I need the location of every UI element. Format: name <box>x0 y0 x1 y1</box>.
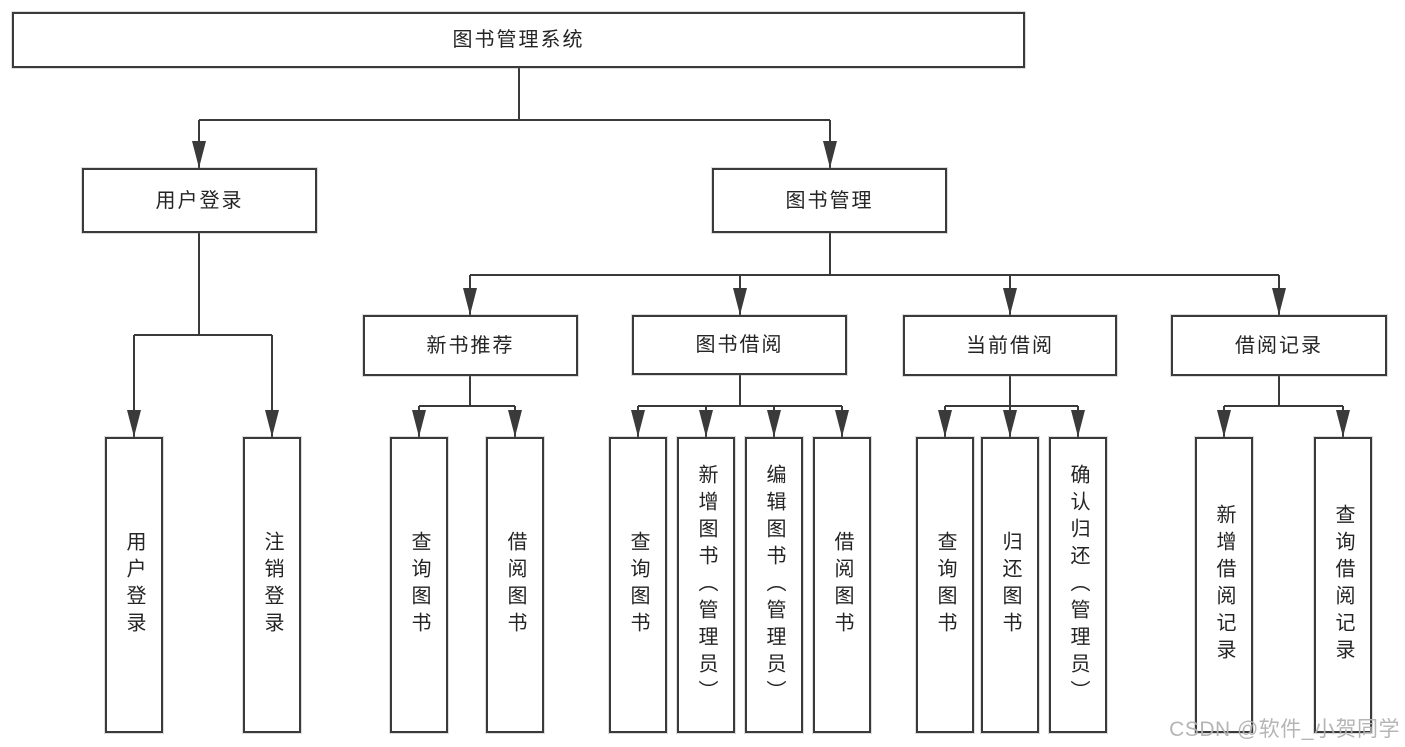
leaf-user-login: 用户登录 <box>105 437 163 733</box>
node-user-login: 用户登录 <box>82 168 317 233</box>
leaf-add-book-admin: 新增图书（管理员） <box>677 437 735 733</box>
leaf-query-borrow-record: 查询借阅记录 <box>1314 437 1372 733</box>
leaf-logout: 注销登录 <box>243 437 301 733</box>
tree-edges <box>133 68 1344 437</box>
leaf-query-books-current: 查询图书 <box>916 437 974 733</box>
node-book-management: 图书管理 <box>712 168 947 233</box>
arrowheads <box>127 141 1350 437</box>
leaf-return-book: 归还图书 <box>981 437 1039 733</box>
leaf-confirm-return-admin: 确认归还（管理员） <box>1049 437 1107 733</box>
node-borrowing-records: 借阅记录 <box>1171 315 1387 376</box>
leaf-borrow-books-borrowing: 借阅图书 <box>813 437 871 733</box>
node-library-management-system: 图书管理系统 <box>12 12 1025 68</box>
node-current-borrowing: 当前借阅 <box>903 315 1117 376</box>
node-book-borrowing: 图书借阅 <box>632 315 847 375</box>
leaf-add-borrow-record: 新增借阅记录 <box>1195 437 1253 733</box>
node-new-book-recommend: 新书推荐 <box>363 315 578 376</box>
leaf-edit-book-admin: 编辑图书（管理员） <box>745 437 803 733</box>
csdn-watermark: CSDN @软件_小贺同学 <box>1169 718 1400 741</box>
leaf-borrow-books-recommend: 借阅图书 <box>486 437 544 733</box>
leaf-query-books-recommend: 查询图书 <box>390 437 448 733</box>
leaf-query-books-borrowing: 查询图书 <box>609 437 667 733</box>
